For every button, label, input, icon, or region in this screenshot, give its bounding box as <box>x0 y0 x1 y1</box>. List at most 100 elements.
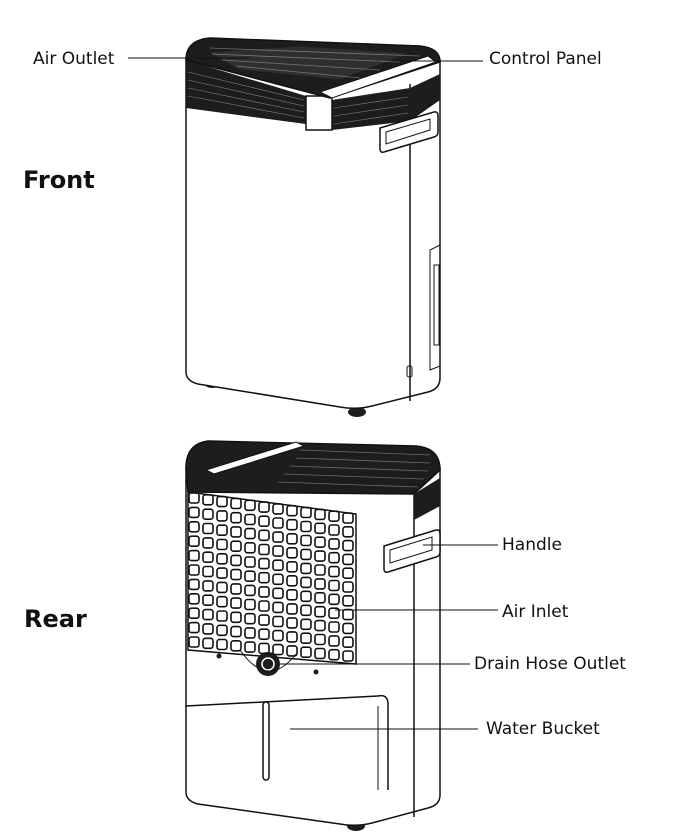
front-top-grille <box>209 47 421 79</box>
air-inlet-cell <box>300 520 312 533</box>
air-inlet-cell <box>216 510 228 522</box>
front-top-inner <box>206 45 411 81</box>
air-inlet-cell <box>300 632 312 645</box>
air-inlet-cell <box>244 570 256 583</box>
air-inlet-cell <box>244 641 256 653</box>
air-inlet-cell <box>244 499 256 512</box>
label-drain-hose-outlet: Drain Hose Outlet <box>474 654 626 674</box>
air-inlet-cell <box>202 637 214 650</box>
air-inlet-cell <box>202 508 214 521</box>
air-inlet-cell <box>314 550 326 562</box>
air-inlet-cell <box>272 531 284 543</box>
air-inlet-cell <box>258 628 270 641</box>
air-inlet-cell <box>286 532 298 545</box>
air-inlet-cell <box>328 538 340 550</box>
air-inlet-cell <box>230 497 242 510</box>
air-inlet-cell <box>216 595 228 608</box>
air-inlet-cell <box>202 594 214 607</box>
air-inlet-cell <box>328 510 340 523</box>
rear-top-stripe <box>204 441 306 475</box>
air-inlet-cell <box>314 522 326 535</box>
front-view-title: Front <box>23 166 95 194</box>
air-inlet-cell <box>244 584 256 597</box>
air-inlet-cell <box>342 525 354 538</box>
air-inlet-cell <box>342 539 354 552</box>
rear-drain-hose-ring <box>261 657 275 671</box>
air-inlet-cell <box>272 601 284 614</box>
air-inlet-cell <box>258 586 270 598</box>
front-right-wheel <box>348 407 366 417</box>
air-inlet-cell <box>188 520 200 533</box>
air-inlet-cell <box>300 562 312 575</box>
air-inlet-cell <box>216 524 228 537</box>
air-inlet-cell <box>286 617 298 629</box>
air-inlet-cell <box>342 553 354 566</box>
air-inlet-cell <box>188 564 200 576</box>
air-inlet-cell <box>258 557 270 570</box>
front-vent-stripes <box>187 71 409 125</box>
air-inlet-cell <box>300 590 312 603</box>
air-inlet-cell <box>202 493 214 506</box>
air-inlet-cell <box>328 524 340 536</box>
air-inlet-cell <box>342 581 354 593</box>
air-inlet-cell <box>342 636 354 649</box>
label-handle: Handle <box>502 535 562 555</box>
air-inlet-cell <box>342 594 354 607</box>
air-inlet-cell <box>328 621 340 633</box>
front-unit-drawing <box>185 37 441 417</box>
label-air-inlet: Air Inlet <box>502 602 569 622</box>
air-inlet-cell <box>202 623 214 635</box>
air-inlet-cell <box>230 511 242 524</box>
air-inlet-cell <box>244 541 256 554</box>
air-inlet-cell <box>244 556 256 568</box>
air-inlet-cell <box>328 565 340 578</box>
air-inlet-cell <box>230 639 242 652</box>
air-inlet-cell <box>258 614 270 626</box>
air-inlet-cell <box>244 627 256 639</box>
air-inlet-cell <box>342 622 354 635</box>
front-air-outlet-band <box>186 60 306 124</box>
air-inlet-cell <box>258 642 270 655</box>
air-inlet-cell <box>202 551 214 564</box>
rear-water-level-window <box>262 701 270 781</box>
air-inlet-cell <box>286 588 298 601</box>
air-inlet-cell <box>216 495 228 508</box>
air-inlet-cell <box>258 600 270 612</box>
air-inlet-cell <box>286 645 298 657</box>
air-inlet-cell <box>272 545 284 557</box>
air-inlet-cell <box>244 513 256 526</box>
front-top-surface <box>185 37 441 99</box>
air-inlet-cell <box>216 638 228 651</box>
air-inlet-cell <box>272 503 284 515</box>
air-inlet-cell <box>272 573 284 586</box>
air-inlet-cell <box>300 618 312 631</box>
air-inlet-cell <box>328 607 340 620</box>
air-inlet-cell <box>314 591 326 604</box>
air-inlet-cell <box>286 574 298 587</box>
air-inlet-cell <box>314 536 326 549</box>
air-inlet-cell <box>314 564 326 576</box>
air-inlet-cell <box>342 512 354 524</box>
air-inlet-cell <box>258 529 270 542</box>
air-inlet-cell <box>258 515 270 528</box>
air-inlet-cell <box>230 540 242 553</box>
air-inlet-cell <box>300 646 312 659</box>
air-inlet-cell <box>286 546 298 559</box>
label-control-panel: Control Panel <box>489 49 602 69</box>
air-inlet-cell <box>328 551 340 564</box>
air-inlet-cell <box>230 597 242 609</box>
front-control-panel-strip <box>318 55 438 99</box>
air-inlet-cell <box>300 506 312 519</box>
air-inlet-cell <box>188 506 200 519</box>
rear-drain-hose-cover <box>239 649 297 672</box>
rear-screw-right <box>313 669 319 675</box>
air-inlet-cell <box>314 578 326 590</box>
front-handle <box>379 111 439 153</box>
rear-top-surface <box>185 440 441 495</box>
label-air-outlet: Air Outlet <box>33 49 115 69</box>
air-inlet-cell <box>202 537 214 549</box>
air-inlet-cell <box>286 603 298 615</box>
air-inlet-cell <box>272 517 284 529</box>
air-inlet-cell <box>230 554 242 567</box>
